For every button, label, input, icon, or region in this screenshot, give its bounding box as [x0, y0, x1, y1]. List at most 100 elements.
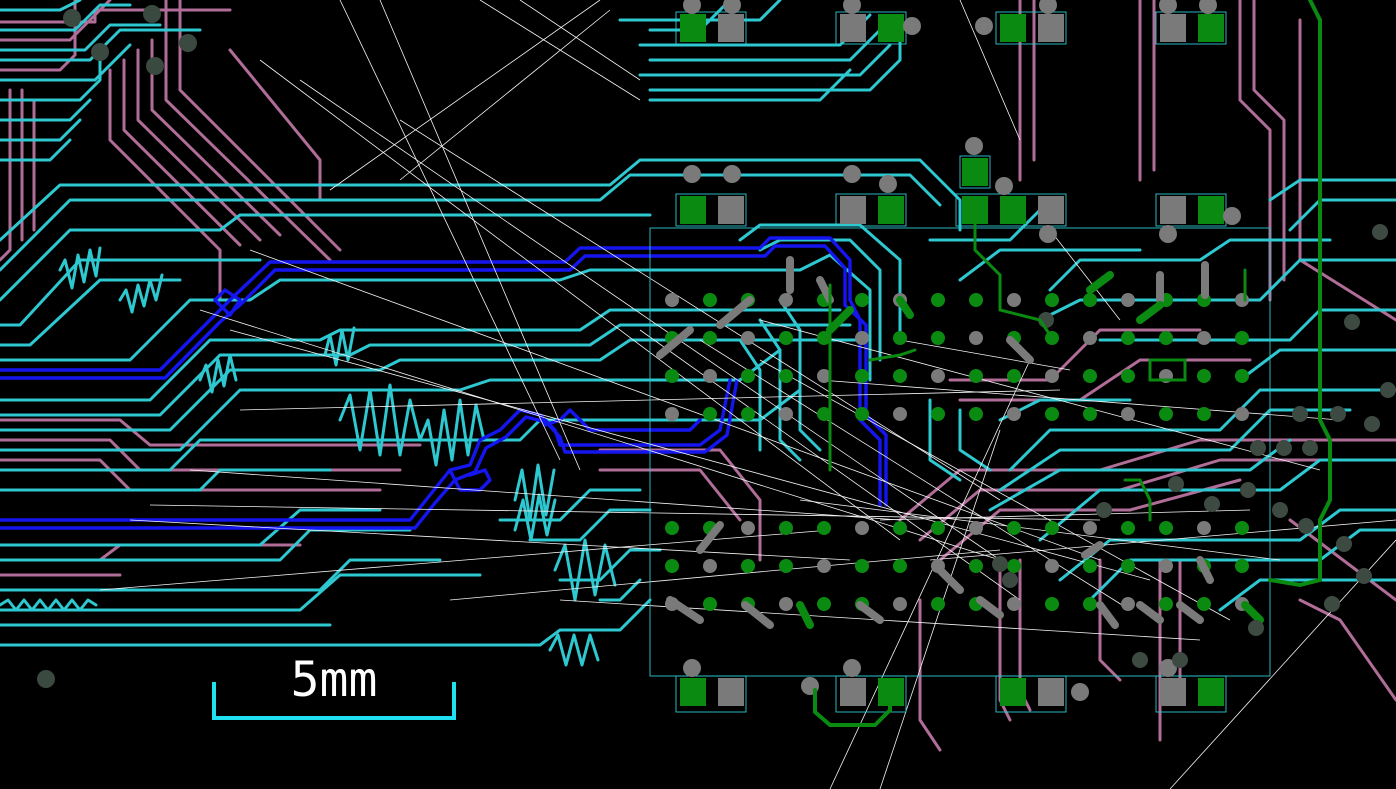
- scale-bar-label: 5mm: [290, 652, 378, 708]
- bga-ball: [1197, 407, 1211, 421]
- bga-ball: [741, 407, 755, 421]
- bga-ball: [741, 369, 755, 383]
- bga-ball: [1235, 331, 1249, 345]
- fanout-stub: [741, 601, 774, 629]
- fanout-stub: [1196, 556, 1214, 584]
- smd-pad: [718, 196, 744, 224]
- bga-ball: [893, 331, 907, 345]
- smd-pad: [680, 196, 706, 224]
- smd-pad: [878, 196, 904, 224]
- bga-ball: [969, 521, 983, 535]
- via: [1159, 659, 1177, 677]
- bga-ball: [855, 369, 869, 383]
- bga-ball: [741, 331, 755, 345]
- bga-ball: [1121, 597, 1135, 611]
- fanout-stub: [1006, 336, 1034, 364]
- via: [1344, 314, 1360, 330]
- fanout-stub: [896, 296, 914, 319]
- via: [179, 34, 197, 52]
- bga-ball: [1121, 559, 1135, 573]
- smd-pad: [962, 158, 988, 186]
- via: [1204, 496, 1220, 512]
- bga-ball: [741, 559, 755, 573]
- bga-ball: [779, 521, 793, 535]
- via: [1240, 482, 1256, 498]
- via: [965, 137, 983, 155]
- bga-ball: [893, 559, 907, 573]
- bga-ball: [817, 597, 831, 611]
- fanout-stub: [1176, 601, 1204, 624]
- bga-ball: [1045, 369, 1059, 383]
- bga-ball: [779, 331, 793, 345]
- via: [1372, 224, 1388, 240]
- bga-ball: [817, 521, 831, 535]
- bga-ball: [969, 293, 983, 307]
- smd-pad: [840, 196, 866, 224]
- via: [723, 165, 741, 183]
- bga-ball: [931, 597, 945, 611]
- via: [1039, 225, 1057, 243]
- via: [1159, 225, 1177, 243]
- fanout-stub: [856, 601, 884, 624]
- via: [1330, 406, 1346, 422]
- bga-ball: [1007, 597, 1021, 611]
- via: [975, 17, 993, 35]
- bga-ball: [703, 559, 717, 573]
- bga-ball: [817, 407, 831, 421]
- fanout-stub: [1081, 541, 1104, 559]
- bga-ball: [1197, 521, 1211, 535]
- bga-ball: [1235, 521, 1249, 535]
- fanout-stub: [1136, 601, 1164, 624]
- bga-ball: [855, 293, 869, 307]
- bga-ball: [1197, 331, 1211, 345]
- bga-ball: [1235, 293, 1249, 307]
- bga-ball: [1235, 407, 1249, 421]
- smd-pad: [1000, 196, 1026, 224]
- bga-ball: [893, 521, 907, 535]
- bga-ball: [1159, 559, 1173, 573]
- bga-ball: [1197, 369, 1211, 383]
- smd-pad: [1160, 14, 1186, 42]
- smd-pad: [1198, 14, 1224, 42]
- vias-and-balls: [37, 0, 1396, 701]
- smd-pad: [1198, 678, 1224, 706]
- bga-ball: [1045, 407, 1059, 421]
- smd-pad: [1000, 14, 1026, 42]
- smd-pad: [680, 14, 706, 42]
- via: [1364, 416, 1380, 432]
- length-tuning-meanders: [0, 246, 617, 667]
- bga-ball: [1159, 407, 1173, 421]
- bga-ball: [779, 293, 793, 307]
- via: [1248, 620, 1264, 636]
- via: [143, 5, 161, 23]
- via: [1172, 652, 1188, 668]
- fanout-stub: [936, 566, 964, 594]
- smd-pad: [718, 678, 744, 706]
- smd-pad: [840, 14, 866, 42]
- via: [1168, 476, 1184, 492]
- via: [1292, 406, 1308, 422]
- via: [683, 0, 701, 14]
- via: [1272, 502, 1288, 518]
- bga-ball: [779, 407, 793, 421]
- bga-ball: [1121, 369, 1135, 383]
- bga-ball: [741, 521, 755, 535]
- bga-ball: [969, 559, 983, 573]
- bga-ball: [1083, 521, 1097, 535]
- smd-pad: [1038, 196, 1064, 224]
- smd-pad: [1038, 678, 1064, 706]
- bga-ball: [817, 559, 831, 573]
- fanout-stub: [826, 306, 854, 334]
- bga-ball: [1007, 521, 1021, 535]
- bga-ball: [665, 407, 679, 421]
- bga-ball: [1121, 293, 1135, 307]
- via: [146, 57, 164, 75]
- via: [1199, 0, 1217, 14]
- bga-ball: [703, 407, 717, 421]
- via: [1298, 518, 1314, 534]
- via: [1250, 440, 1266, 456]
- bga-ball: [1121, 407, 1135, 421]
- via: [1159, 0, 1177, 14]
